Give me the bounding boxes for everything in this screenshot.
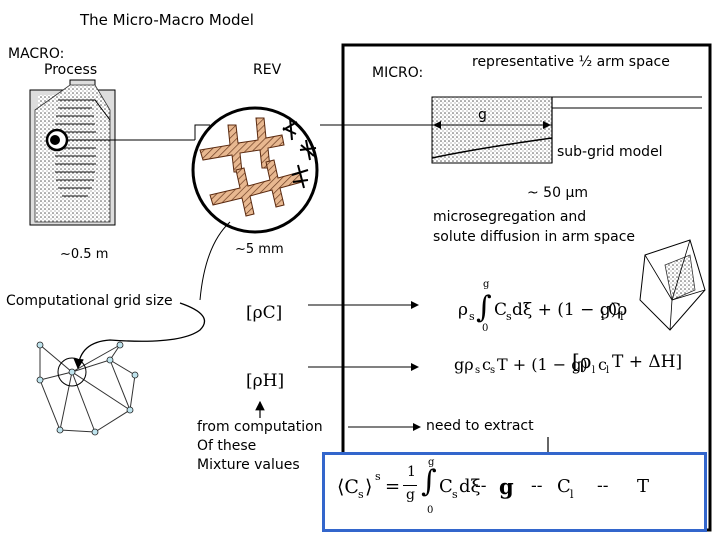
from-note-line3: Mixture values (197, 457, 300, 473)
rhoC-label: [ρC] (246, 303, 283, 323)
grid-label: Computational grid size (6, 293, 173, 309)
grid-pointer-curve (73, 302, 206, 370)
rhoH-label: [ρH] (246, 371, 285, 391)
arm-space-diagram (431, 96, 702, 164)
rev-label: REV (253, 62, 282, 78)
extract-note: need to extract (426, 418, 534, 434)
subgrid-label: sub-grid model (557, 144, 663, 160)
ingot-illustration (29, 79, 116, 226)
extract-box: ⟨C s ⟩ s = 1 g ∫ g 0 C s dξ -- g -- C l … (322, 452, 707, 532)
rev-scale: ~5 mm (235, 242, 284, 257)
arm-space-label: representative ½ arm space (472, 54, 670, 70)
micro-desc-line1: microsegregation and (433, 209, 587, 225)
micro-heading: MICRO: (372, 65, 424, 81)
from-note-line1: from computation (197, 419, 323, 435)
g-label: g (478, 107, 487, 123)
micro-desc-line2: solute diffusion in arm space (433, 229, 636, 245)
polyhedron-cell (639, 239, 706, 331)
diagram-title: The Micro-Macro Model (80, 11, 254, 29)
micro-scale: ~ 50 μm (527, 185, 588, 201)
from-note-line2: Of these (197, 438, 257, 454)
rev-circle (191, 106, 319, 234)
equation-C: ρ s ∫ g 0 C s dξ + (1 − g)ρ l C l (458, 279, 628, 334)
computational-grid (36, 341, 139, 436)
macro-heading: MACRO: (8, 46, 65, 62)
macro-scale: ~0.5 m (60, 247, 109, 262)
equation-H: gρ s c s T + (1 − g) [ρ l c l T + ΔH] (454, 349, 683, 376)
macro-sub: Process (44, 62, 98, 78)
